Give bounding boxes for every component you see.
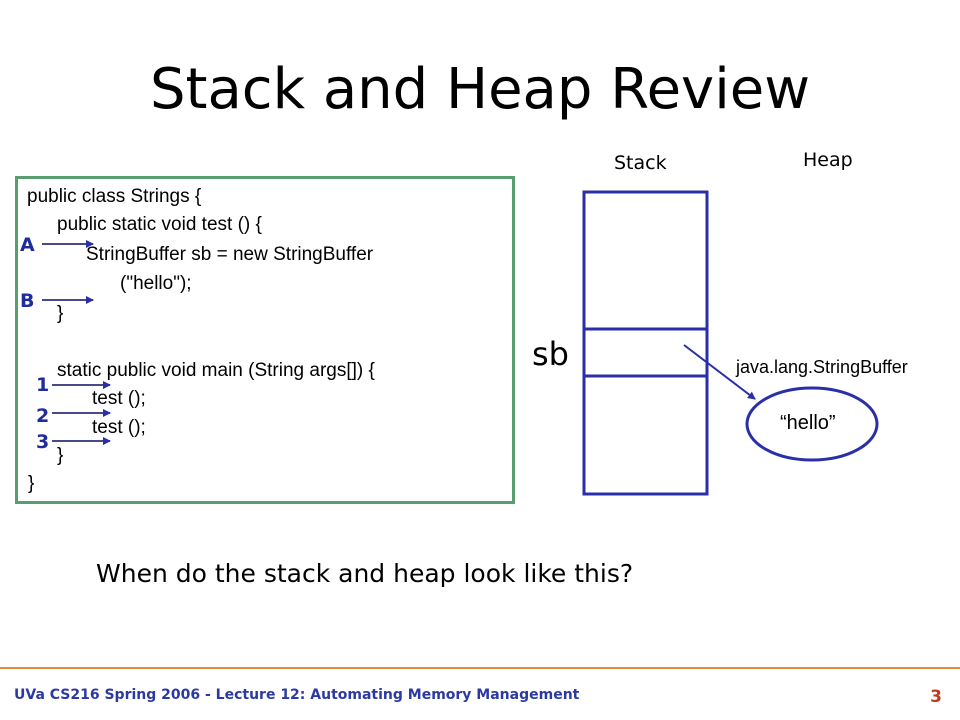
slide-question: When do the stack and heap look like thi… <box>96 559 634 588</box>
slide-title: Stack and Heap Review <box>149 57 811 122</box>
stack-label: Stack <box>614 152 667 174</box>
marker-a: A <box>20 234 35 256</box>
marker-arrows <box>42 240 111 445</box>
code-line: ("hello"); <box>120 273 192 294</box>
page-number: 3 <box>930 687 942 707</box>
code-line: test (); <box>92 417 146 438</box>
reference-arrow <box>683 344 756 400</box>
heap-object-value: “hello” <box>780 412 836 434</box>
stack-column <box>582 190 709 496</box>
marker-1: 1 <box>36 374 50 396</box>
code-line: static public void main (String args[]) … <box>57 360 375 381</box>
marker-b: B <box>20 290 35 312</box>
heap-object-type: java.lang.StringBuffer <box>736 357 908 377</box>
code-line: } <box>57 303 64 324</box>
marker-2: 2 <box>36 405 50 427</box>
code-line: StringBuffer sb = new StringBuffer <box>86 244 374 265</box>
marker-3: 3 <box>36 431 50 453</box>
code-panel <box>15 176 515 504</box>
code-line: } <box>28 473 35 494</box>
footer-text: UVa CS216 Spring 2006 - Lecture 12: Auto… <box>14 687 580 703</box>
stack-variable-sb: sb <box>532 335 569 373</box>
footer-rule <box>0 667 960 669</box>
code-line: public static void test () { <box>57 214 262 235</box>
code-line: } <box>57 445 64 466</box>
code-line: public class Strings { <box>27 186 202 207</box>
heap-object <box>745 386 879 462</box>
code-line: test (); <box>92 388 146 409</box>
heap-label: Heap <box>803 149 853 171</box>
